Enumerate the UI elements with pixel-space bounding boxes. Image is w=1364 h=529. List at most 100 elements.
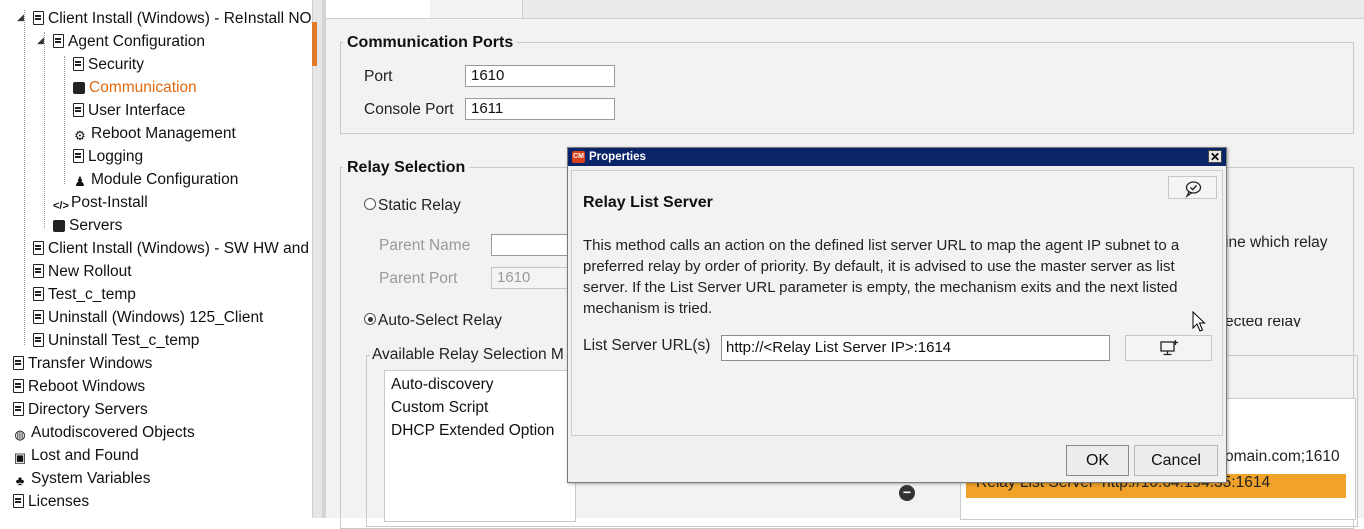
radio-button[interactable]: [364, 313, 376, 325]
tree-item-autodiscovered-objects[interactable]: ◍Autodiscovered Objects: [13, 421, 195, 444]
dialog-title-bar[interactable]: CM Properties ✕: [568, 148, 1226, 166]
ok-button[interactable]: OK: [1066, 445, 1129, 476]
group-title: Communication Ports: [343, 34, 518, 52]
tree-item-label: Licenses: [28, 493, 90, 510]
panel-divider: [322, 0, 326, 518]
collapse-arrow-icon[interactable]: ◢: [37, 35, 44, 45]
radio-label: Static Relay: [378, 197, 461, 214]
tree-item-communication[interactable]: Communication: [73, 76, 197, 99]
user-interface-icon: [73, 103, 84, 117]
package-icon: [33, 11, 44, 25]
tree-item-reboot-management[interactable]: ⚙Reboot Management: [73, 122, 236, 145]
list-item[interactable]: Custom Script: [391, 399, 489, 416]
tree-item-transfer-windows[interactable]: Transfer Windows: [13, 352, 152, 375]
tree-item-uninstall-test-c-temp[interactable]: Uninstall Test_c_temp: [33, 329, 199, 352]
tree-item-label: Client Install (Windows) - SW HW and: [48, 240, 309, 257]
tree-item-agent-configuration[interactable]: Agent Configuration: [53, 30, 205, 53]
tree-item-label: Lost and Found: [31, 447, 139, 464]
help-button[interactable]: [1168, 176, 1217, 199]
tree-item-user-interface[interactable]: User Interface: [73, 99, 185, 122]
package-icon: [33, 264, 44, 278]
tree-item-post-install[interactable]: </>Post-Install: [53, 191, 148, 214]
config-icon: [53, 34, 64, 48]
port-label: Port: [364, 68, 393, 85]
tree-item-test-c-temp[interactable]: Test_c_temp: [33, 283, 136, 306]
radio-button[interactable]: [364, 198, 376, 210]
dialog-title: Properties: [589, 151, 646, 163]
tree-item-system-variables[interactable]: ♣System Variables: [13, 467, 151, 490]
tree-item-client-install-reinstall[interactable]: Client Install (Windows) - ReInstall NO: [33, 7, 312, 30]
tree-item-label: System Variables: [31, 470, 151, 487]
tree-item-label: Client Install (Windows) - ReInstall NO: [48, 10, 312, 27]
tree-item-label: Module Configuration: [91, 171, 239, 188]
description-fragment: ine which relay: [1225, 234, 1328, 251]
tree-item-directory-servers[interactable]: Directory Servers: [13, 398, 148, 421]
list-server-url-label: List Server URL(s): [583, 337, 711, 354]
available-methods-title: Available Relay Selection M: [370, 346, 566, 364]
tree-item-lost-and-found[interactable]: ▣ Lost and Found: [13, 444, 139, 467]
tree-item-uninstall-125-client[interactable]: Uninstall (Windows) 125_Client: [33, 306, 263, 329]
tree-item-logging[interactable]: Logging: [73, 145, 143, 168]
dialog-heading: Relay List Server: [583, 194, 713, 211]
tree-item-client-install-sw-hw[interactable]: Client Install (Windows) - SW HW and: [33, 237, 309, 260]
communication-ports-group: [340, 42, 1354, 134]
tree-item-label: Security: [88, 56, 144, 73]
tree-item-label: Reboot Windows: [28, 378, 146, 395]
package-icon: [33, 241, 44, 255]
parent-port-input[interactable]: 1610: [491, 267, 581, 289]
monitor-add-icon: [1160, 340, 1178, 356]
tree-item-module-configuration[interactable]: ♟ Module Configuration: [73, 168, 238, 191]
person-icon: ♟: [74, 174, 86, 189]
collapse-arrow-icon[interactable]: ◢: [17, 12, 24, 22]
port-input[interactable]: 1610: [465, 65, 615, 87]
table-cell: omain.com;1610: [1225, 448, 1340, 465]
console-port-label: Console Port: [364, 101, 454, 118]
tree-item-label: Communication: [89, 79, 197, 96]
dialog-body: Relay List Server This method calls an a…: [571, 170, 1223, 436]
description-fragment: ected relay: [1225, 318, 1301, 327]
tree-item-security[interactable]: Security: [73, 53, 144, 76]
static-relay-radio[interactable]: Static Relay: [364, 197, 461, 215]
package-icon: [33, 310, 44, 324]
list-item[interactable]: Auto-discovery: [391, 376, 494, 393]
tree-item-label: Post-Install: [71, 194, 148, 211]
list-server-url-input[interactable]: http://<Relay List Server IP>:1614: [721, 335, 1110, 361]
remove-method-button[interactable]: −: [899, 485, 915, 501]
tree-item-label: Agent Configuration: [68, 33, 206, 50]
code-icon: </>: [53, 200, 69, 212]
tree-item-label: Transfer Windows: [28, 355, 153, 372]
dialog-description: This method calls an action on the defin…: [583, 237, 1180, 317]
methods-list: Auto-discovery Custom Script DHCP Extend…: [384, 370, 576, 522]
cancel-button[interactable]: Cancel: [1134, 445, 1218, 476]
group-title: Relay Selection: [343, 159, 470, 177]
transfer-icon: [13, 356, 24, 370]
logging-icon: [73, 149, 84, 163]
reboot-icon: [13, 379, 24, 393]
description-fragment-clip: ected relay: [1225, 318, 1305, 327]
list-item[interactable]: DHCP Extended Option: [391, 422, 555, 439]
browse-url-button[interactable]: [1125, 335, 1212, 361]
radio-label: Auto-Select Relay: [378, 312, 503, 329]
tab[interactable]: [430, 0, 523, 18]
gears-icon: ⚙: [74, 128, 86, 143]
tree-item-licenses[interactable]: Licenses: [13, 490, 89, 513]
tree-item-label: Servers: [69, 217, 123, 234]
tree-item-label: Uninstall (Windows) 125_Client: [48, 309, 264, 326]
app-icon: CM: [572, 151, 585, 163]
tree-item-servers[interactable]: Servers: [53, 214, 122, 237]
tree-item-reboot-windows[interactable]: Reboot Windows: [13, 375, 145, 398]
license-icon: [13, 494, 24, 508]
close-button[interactable]: ✕: [1208, 150, 1222, 164]
tree-item-label: Test_c_temp: [48, 286, 136, 303]
parent-port-label: Parent Port: [379, 270, 458, 287]
splitter-scroll-thumb[interactable]: [312, 22, 317, 66]
bin-icon: ▣: [13, 450, 27, 465]
tab-bar: [326, 0, 1364, 19]
tab-active[interactable]: [326, 0, 431, 18]
console-port-input[interactable]: 1611: [465, 98, 615, 120]
tree-item-label: Autodiscovered Objects: [31, 424, 195, 441]
tree-item-new-rollout[interactable]: New Rollout: [33, 260, 132, 283]
tree-item-label: New Rollout: [48, 263, 132, 280]
auto-select-relay-radio[interactable]: Auto-Select Relay: [364, 312, 502, 330]
tree-item-label: Logging: [88, 148, 144, 165]
